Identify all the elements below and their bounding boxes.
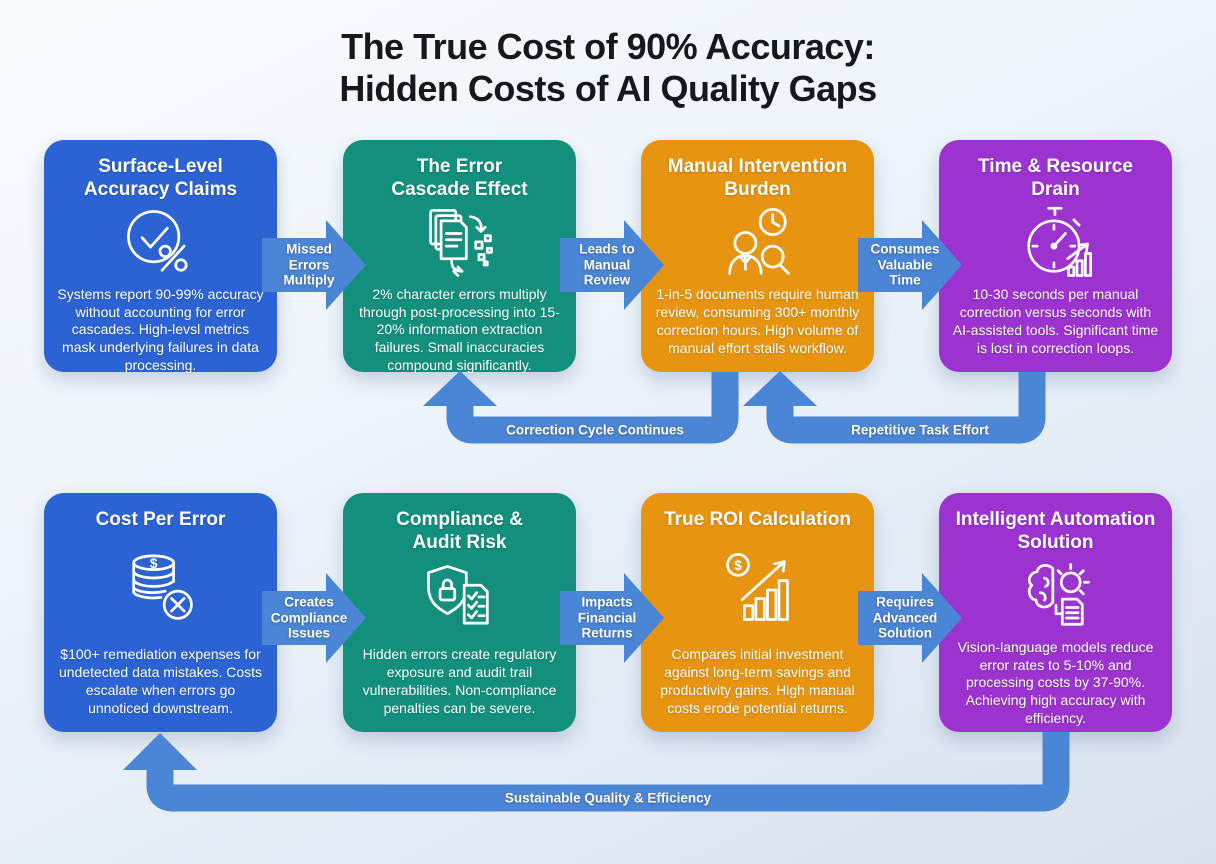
card-time-resource-drain: Time & Resource Drain 10-30 seconds per …	[939, 140, 1172, 372]
card-body: Compares initial investment against long…	[660, 646, 855, 717]
svg-text:$: $	[734, 558, 742, 573]
card-title: Cost Per Error	[95, 509, 226, 530]
svg-text:$: $	[149, 556, 157, 571]
brain-gear-doc-icon	[1014, 555, 1098, 639]
shield-checklist-icon	[418, 555, 502, 647]
card-body: Hidden errors create regulatory exposure…	[362, 646, 557, 717]
badge-check-percent-icon	[119, 202, 203, 286]
card-intelligent-automation: Intelligent Automation Solution Vision-l…	[939, 493, 1172, 732]
loop-label-repetitive-task: Repetitive Task Effort	[851, 422, 989, 438]
card-body: $100+ remediation expenses for undetecte…	[58, 646, 263, 717]
card-title: Manual Intervention Burden	[667, 156, 848, 200]
card-error-cascade: The Error Cascade Effect 2% character er…	[343, 140, 576, 373]
arrowhead-up-icon	[743, 371, 817, 406]
loop-arrow-repetitive-task	[766, 372, 1046, 444]
coins-error-icon: $	[119, 532, 203, 647]
stopwatch-chart-icon	[1014, 202, 1098, 287]
card-title: Intelligent Automation Solution	[955, 509, 1156, 553]
page-title: The True Cost of 90% Accuracy: Hidden Co…	[339, 26, 877, 110]
card-title: Compliance & Audit Risk	[396, 509, 523, 553]
document-cascade-icon	[418, 202, 502, 286]
arrowhead-up-icon	[423, 371, 497, 406]
card-title: The Error Cascade Effect	[391, 156, 528, 200]
card-cost-per-error: Cost Per Error $ $100+ remediation expen…	[44, 493, 277, 732]
card-manual-intervention: Manual Intervention Burden 1-in-5 docume…	[641, 140, 874, 372]
card-body: Systems report 90-99% accuracy without a…	[57, 285, 264, 374]
loop-label-sustainable-quality: Sustainable Quality & Efficiency	[504, 790, 712, 806]
card-body: Vision-language models reduce error rate…	[957, 638, 1154, 727]
card-title: Surface-Level Accuracy Claims	[83, 156, 238, 200]
card-title: True ROI Calculation	[664, 509, 851, 530]
card-body: 10-30 seconds per manual correction vers…	[952, 286, 1159, 357]
loop-arrow-sustainable-quality	[146, 732, 1070, 812]
card-true-roi: True ROI Calculation $ Compares initial …	[641, 493, 874, 732]
loop-arrow-correction-cycle	[446, 372, 739, 444]
card-surface-level-accuracy: Surface-Level Accuracy Claims Systems re…	[44, 140, 277, 373]
person-review-icon	[716, 202, 800, 287]
arrowhead-up-icon	[123, 733, 197, 770]
card-body: 1-in-5 documents require human review, c…	[655, 286, 860, 357]
card-compliance-audit-risk: Compliance & Audit Risk Hidden errors cr…	[343, 493, 576, 732]
roi-growth-icon: $	[716, 532, 800, 647]
loop-label-correction-cycle: Correction Cycle Continues	[506, 422, 684, 438]
card-body: 2% character errors multiply through pos…	[359, 285, 560, 374]
card-title: Time & Resource Drain	[978, 156, 1133, 200]
